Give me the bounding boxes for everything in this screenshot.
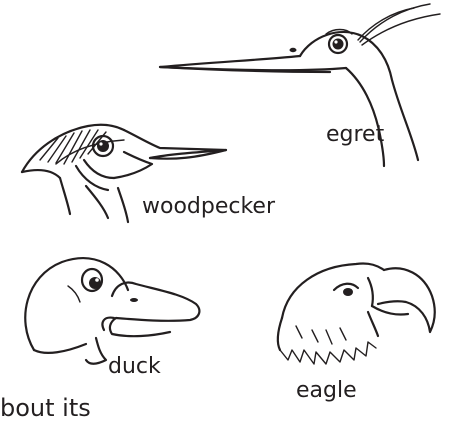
eagle-head-drawing <box>278 263 435 364</box>
duck-label: duck <box>108 356 161 378</box>
woodpecker-label: woodpecker <box>142 196 275 218</box>
eagle-label: eagle <box>296 380 357 402</box>
egret-head-drawing <box>160 4 440 166</box>
duck-head-drawing <box>25 258 199 364</box>
egret-label: egret <box>326 124 384 146</box>
cutoff-body-text: bout its <box>0 396 91 420</box>
